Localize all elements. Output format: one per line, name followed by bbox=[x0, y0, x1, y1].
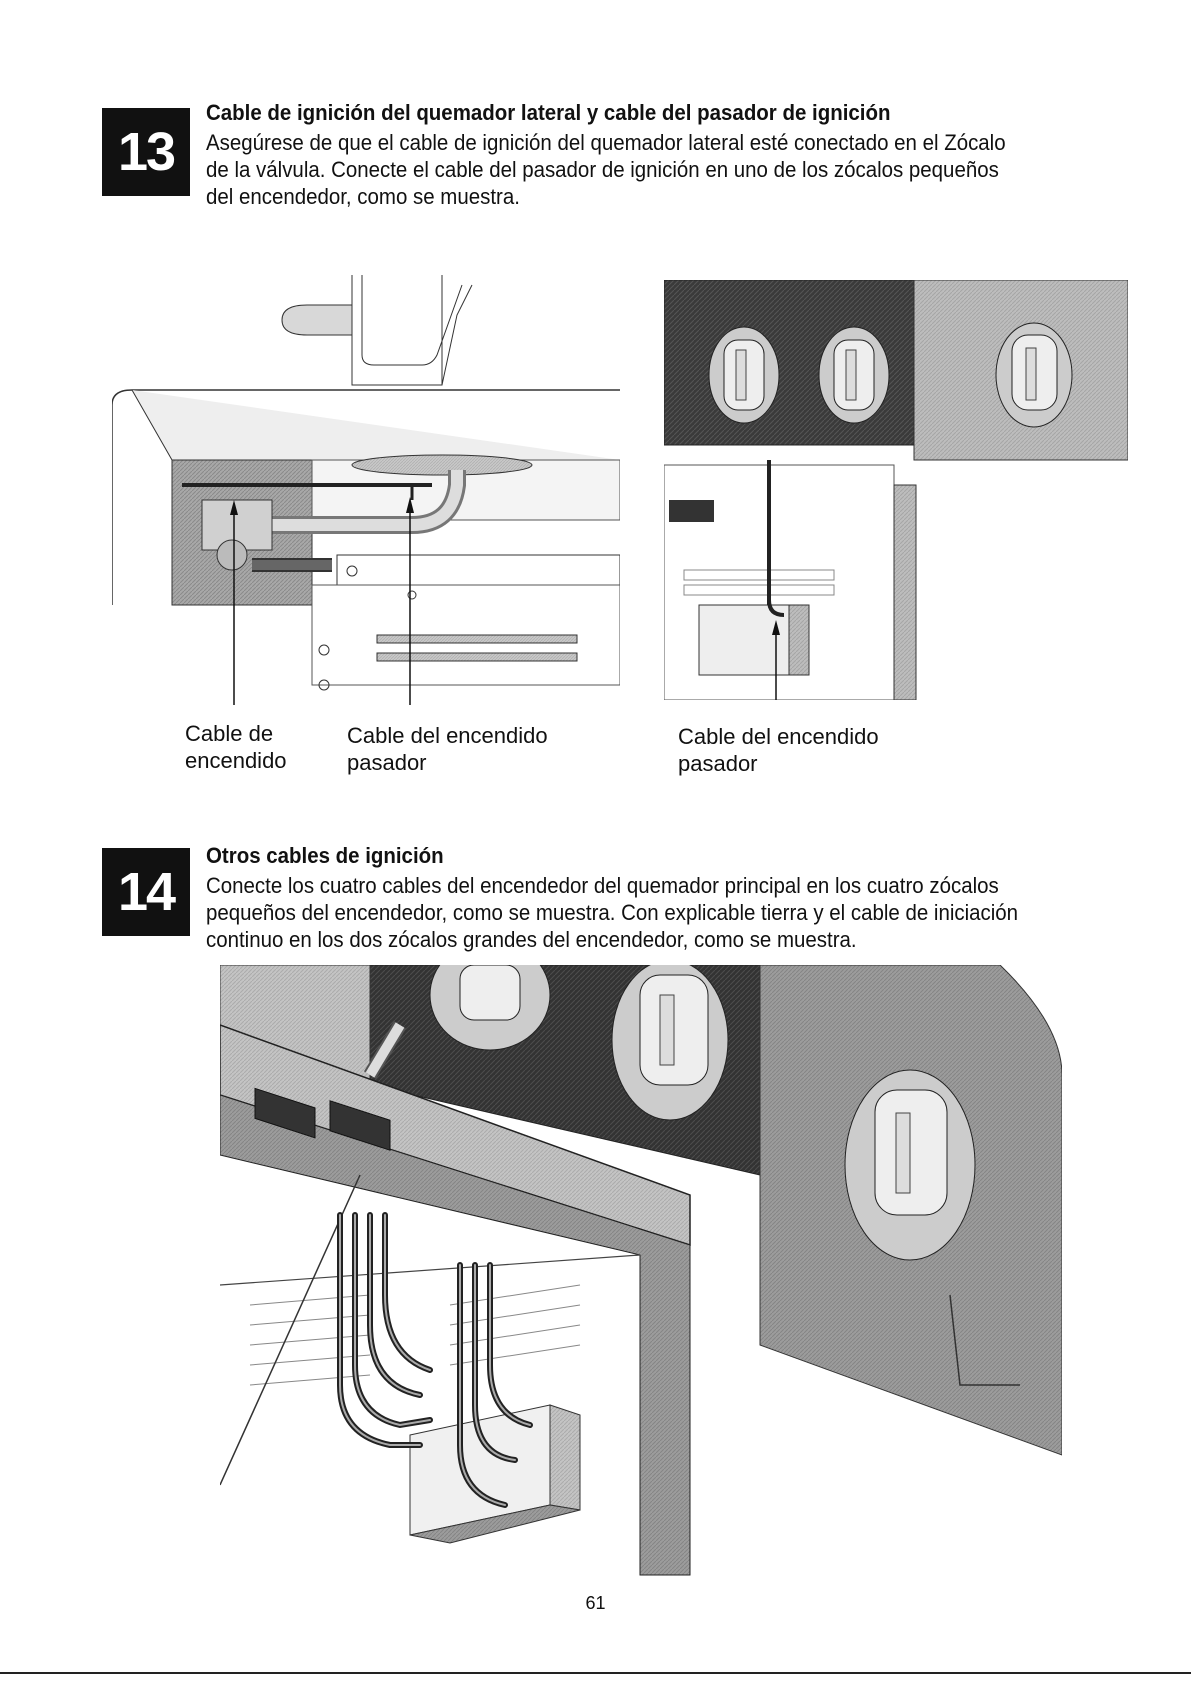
step-14-badge: 14 bbox=[102, 848, 190, 936]
bottom-rule bbox=[0, 1672, 1191, 1674]
caption-ignition-cable-line1: Cable de bbox=[185, 721, 274, 746]
figure-side-burner bbox=[112, 275, 620, 705]
step-13-title: Cable de ignición del quemador lateral y… bbox=[206, 100, 891, 125]
caption-pin-cable-right: Cable del encendido pasador bbox=[678, 723, 879, 777]
caption-pin-cable-right-line1: Cable del encendido bbox=[678, 724, 879, 749]
step-13-body: Asegúrese de que el cable de ignición de… bbox=[206, 130, 1006, 209]
step-13-badge: 13 bbox=[102, 108, 190, 196]
caption-pin-cable-left-line1: Cable del encendido bbox=[347, 723, 548, 748]
caption-ignition-cable: Cable de encendido bbox=[185, 720, 287, 774]
figure-igniter-wiring bbox=[220, 965, 1062, 1576]
caption-pin-cable-right-line2: pasador bbox=[678, 751, 758, 776]
page-number: 61 bbox=[585, 1593, 606, 1613]
caption-ignition-cable-line2: encendido bbox=[185, 748, 287, 773]
step-14-body: Conecte los cuatro cables del encendedor… bbox=[206, 873, 1019, 952]
figure-knob-panel bbox=[664, 280, 1128, 700]
caption-pin-cable-left: Cable del encendido pasador bbox=[347, 722, 548, 776]
step-14-title: Otros cables de ignición bbox=[206, 843, 444, 868]
caption-pin-cable-left-line2: pasador bbox=[347, 750, 427, 775]
